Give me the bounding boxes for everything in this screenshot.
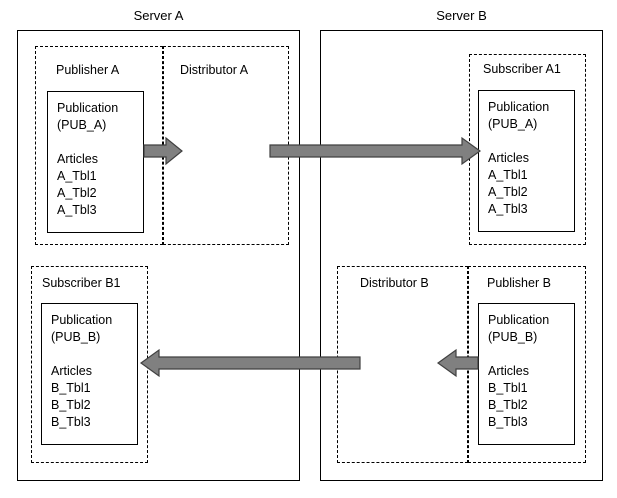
distributor-b-label: Distributor B [360, 276, 429, 290]
arrow-pub-a-to-distributor-a [143, 136, 183, 166]
server-a-title: Server A [133, 8, 184, 23]
server-b-box [320, 30, 603, 481]
subscriber-a1-text: Publication (PUB_A) Articles A_Tbl1 A_Tb… [488, 100, 550, 216]
publisher-b-label: Publisher B [487, 276, 551, 290]
distributor-a-label: Distributor A [180, 63, 249, 77]
subscriber-a1-publication-box: Publication (PUB_A) Articles A_Tbl1 A_Tb… [478, 90, 575, 232]
publication-a-text: Publication (PUB_A) Articles A_Tbl1 A_Tb… [57, 101, 119, 217]
publication-b-box: Publication (PUB_B) Articles B_Tbl1 B_Tb… [478, 303, 575, 445]
arrow-pub-b-to-distributor-b [436, 348, 479, 378]
subscriber-b1-text: Publication (PUB_B) Articles B_Tbl1 B_Tb… [51, 313, 113, 429]
server-a-box [17, 30, 300, 481]
subscriber-b1-label: Subscriber B1 [42, 276, 121, 290]
server-b-title: Server B [436, 8, 487, 23]
subscriber-a1-label: Subscriber A1 [483, 62, 561, 76]
arrow-distributor-a-to-subscriber-a1 [269, 136, 482, 166]
publication-a-box: Publication (PUB_A) Articles A_Tbl1 A_Tb… [47, 91, 144, 233]
subscriber-b1-publication-box: Publication (PUB_B) Articles B_Tbl1 B_Tb… [41, 303, 138, 445]
publisher-a-label: Publisher A [56, 63, 120, 77]
arrow-distributor-b-to-subscriber-b1 [139, 348, 361, 378]
publication-b-text: Publication (PUB_B) Articles B_Tbl1 B_Tb… [488, 313, 550, 429]
